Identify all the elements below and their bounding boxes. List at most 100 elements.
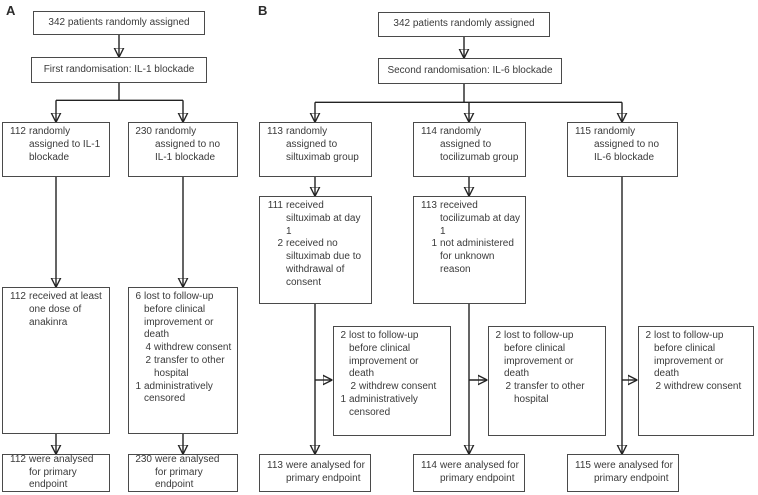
item-text: First randomisation: IL-1 blockade [43,63,195,75]
panel-b-label: B [258,3,268,18]
item-text: Second randomisation: IL-6 blockade [387,64,553,76]
item-count: 2 [350,381,356,393]
item-count: 114 [421,460,437,472]
item-count: 2 [645,330,651,341]
item-text: received no siltuximab due to withdrawal… [286,238,362,288]
item-text: were analysed for primary endpoint [155,453,220,491]
item-text: transfer to other hospital [514,381,585,405]
item-text: were analysed for primary endpoint [29,453,94,491]
item-text: 342 patients randomly assigned [393,18,535,30]
item-text: received tocilizumab at day 1 [440,200,521,237]
item-text: randomly assigned to IL-1 blockade [29,126,101,163]
item-count: 115 [575,126,591,137]
b-second-randomisation-box: Second randomisation: IL-6 blockade [378,58,562,84]
item-text: received siltuximab at day 1 [286,200,361,237]
flow-item: First randomisation: IL-1 blockade [44,64,195,77]
item-count: 113 [267,126,283,137]
item-count: 114 [421,126,437,137]
item-text: were analysed for primary endpoint [440,460,519,484]
item-count: 1 [135,380,141,392]
item-count: 115 [575,460,591,472]
item-text: 342 patients randomly assigned [48,16,190,28]
item-count: 112 [10,453,26,465]
item-count: 112 [10,126,26,137]
item-text: not administered for unknown reason [440,238,514,275]
b-randomly-assigned-box: 342 patients randomly assigned [378,12,550,37]
item-text: withdrew consent [664,381,742,393]
item-text: were analysed for primary endpoint [594,460,673,484]
item-count: 230 [135,126,152,137]
item-count: 111 [267,200,283,211]
a-randomly-assigned-box: 342 patients randomly assigned [33,11,205,35]
item-count: 2 [495,330,501,341]
item-text: withdrew consent [359,381,437,393]
item-count: 112 [10,291,26,302]
item-count: 113 [267,460,283,472]
item-count: 2 [505,381,511,393]
item-count: 4 [145,342,151,354]
a-first-randomisation-box: First randomisation: IL-1 blockade [31,57,207,83]
item-count: 2 [277,238,283,250]
item-count: 1 [340,393,346,405]
item-text: lost to follow-up before clinical improv… [654,330,724,380]
item-text: withdrew consent [154,342,232,354]
item-text: administratively censored [144,380,213,405]
item-text: lost to follow-up before clinical improv… [144,291,214,341]
item-text: transfer to other hospital [154,354,225,379]
item-count: 2 [340,330,346,341]
item-count: 230 [135,453,152,465]
item-text: received at least one dose of anakinra [29,291,102,328]
item-count: 2 [145,354,151,366]
item-text: randomly assigned to no IL-1 blockade [155,126,221,163]
item-text: randomly assigned to no IL-6 blockade [594,126,660,163]
item-text: were analysed for primary endpoint [286,460,365,484]
item-text: administratively censored [349,393,418,418]
item-text: lost to follow-up before clinical improv… [349,330,419,380]
panel-a-label: A [6,3,16,18]
item-text: randomly assigned to tocilizumab group [440,126,519,163]
item-count: 6 [135,291,141,302]
item-text: lost to follow-up before clinical improv… [504,330,574,380]
item-count: 113 [421,200,437,211]
item-count: 1 [431,238,437,250]
item-count: 2 [655,381,661,393]
